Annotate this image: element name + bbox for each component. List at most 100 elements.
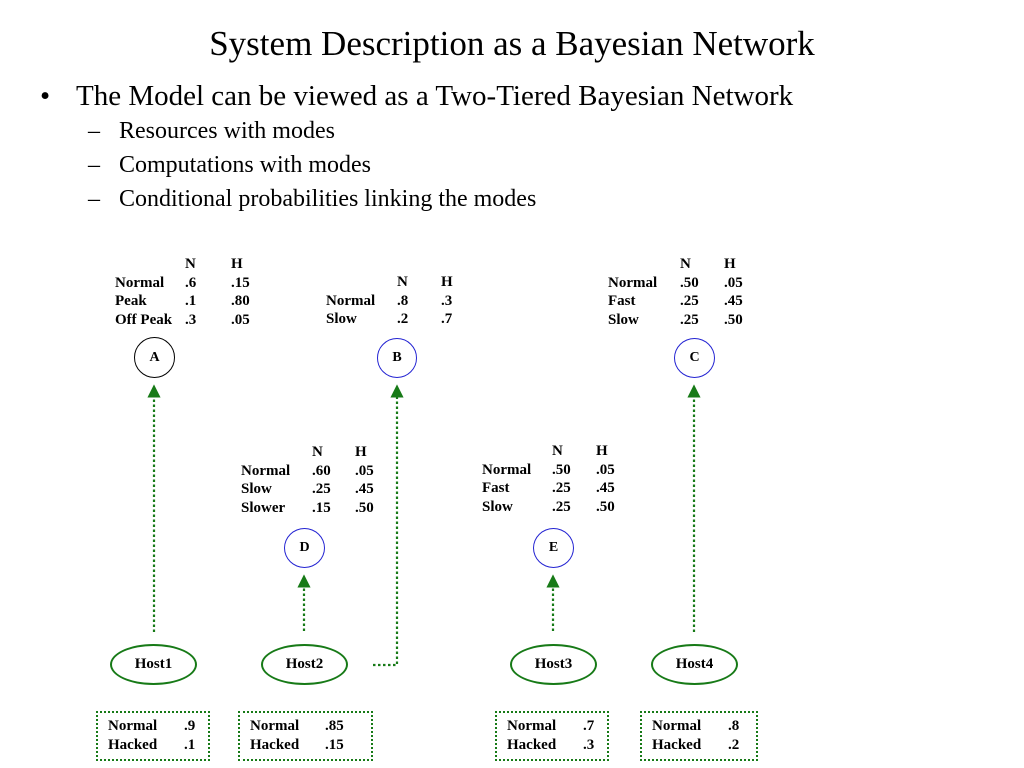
bullet-main: • The Model can be viewed as a Two-Tiere… bbox=[40, 78, 793, 114]
cpt-header-n: N bbox=[552, 443, 563, 459]
cpt-n-value: .6 bbox=[185, 274, 197, 291]
node-d: D bbox=[284, 528, 325, 568]
cpt-h-value: .15 bbox=[231, 274, 250, 291]
cpt-h-value: .05 bbox=[231, 311, 250, 328]
host-mode: Hacked bbox=[507, 736, 557, 753]
cpt-row: Normal .6 .15 bbox=[115, 274, 250, 293]
cpt-table-c: N H Normal .50 .05 Fast .25 .45 Slow .25… bbox=[608, 255, 743, 329]
node-c: C bbox=[674, 338, 715, 378]
cpt-n-value: .8 bbox=[397, 292, 409, 309]
sub-bullet-dash: – bbox=[88, 152, 100, 178]
cpt-mode: Normal bbox=[241, 462, 291, 479]
host-prob: .7 bbox=[583, 718, 595, 734]
cpt-n-value: .2 bbox=[397, 311, 409, 327]
cpt-row: Slower .15 .50 bbox=[241, 499, 374, 518]
cpt-row: Off Peak .3 .05 bbox=[115, 311, 250, 330]
cpt-header-h: H bbox=[596, 443, 608, 459]
cpt-mode: Peak bbox=[115, 293, 147, 309]
cpt-n-value: .25 bbox=[552, 480, 571, 496]
host-oval-host3: Host3 bbox=[510, 644, 597, 685]
cpt-mode: Fast bbox=[608, 293, 636, 309]
host-prob-box-host2: Normal .85 Hacked .15 bbox=[238, 711, 373, 761]
host-mode: Hacked bbox=[108, 736, 158, 753]
sub-bullet-text: Resources with modes bbox=[119, 118, 335, 144]
host-prob-row: Hacked .15 bbox=[250, 736, 344, 755]
host-prob: .8 bbox=[728, 718, 740, 734]
cpt-row: Normal .60 .05 bbox=[241, 462, 374, 481]
host-prob-row: Hacked .2 bbox=[652, 736, 739, 755]
cpt-row: Normal .8 .3 bbox=[326, 292, 453, 311]
host-prob: .1 bbox=[184, 736, 196, 753]
cpt-n-value: .3 bbox=[185, 311, 197, 328]
host-prob-box-host1: Normal .9 Hacked .1 bbox=[96, 711, 210, 761]
cpt-row: Slow .25 .50 bbox=[482, 498, 615, 517]
cpt-h-value: .05 bbox=[596, 461, 615, 478]
cpt-mode: Slow bbox=[326, 311, 357, 327]
cpt-header-h: H bbox=[724, 256, 736, 272]
sub-bullet-text: Computations with modes bbox=[119, 152, 371, 178]
cpt-h-value: .80 bbox=[231, 293, 250, 309]
cpt-h-value: .50 bbox=[724, 311, 743, 328]
cpt-table-b: N H Normal .8 .3 Slow .2 .7 bbox=[326, 273, 453, 329]
cpt-h-value: .05 bbox=[355, 462, 374, 479]
cpt-mode: Fast bbox=[482, 480, 510, 496]
cpt-mode: Normal bbox=[115, 274, 165, 291]
bullet-dot: • bbox=[40, 80, 51, 112]
sub-bullet-dash: – bbox=[88, 118, 100, 144]
cpt-n-value: .60 bbox=[312, 462, 331, 479]
cpt-h-value: .50 bbox=[596, 498, 615, 515]
cpt-row: Normal .50 .05 bbox=[608, 274, 743, 293]
host-mode: Hacked bbox=[250, 736, 300, 753]
cpt-header-n: N bbox=[185, 256, 196, 272]
cpt-row: Slow .25 .45 bbox=[241, 480, 374, 499]
host-mode: Normal bbox=[250, 718, 300, 734]
host-oval-host4: Host4 bbox=[651, 644, 738, 685]
host-prob-row: Normal .7 bbox=[507, 717, 594, 736]
cpt-row: Fast .25 .45 bbox=[608, 292, 743, 311]
cpt-row: Slow .25 .50 bbox=[608, 311, 743, 330]
sub-bullet-computations: – Computations with modes bbox=[40, 148, 793, 182]
cpt-table-a: N H Normal .6 .15 Peak .1 .80 Off Peak .… bbox=[115, 255, 250, 329]
cpt-h-value: .45 bbox=[596, 480, 615, 496]
host-prob-row: Normal .85 bbox=[250, 717, 344, 736]
cpt-n-value: .1 bbox=[185, 293, 197, 309]
cpt-mode: Normal bbox=[326, 292, 376, 309]
host-prob-box-host3: Normal .7 Hacked .3 bbox=[495, 711, 609, 761]
cpt-n-value: .25 bbox=[680, 311, 699, 328]
sub-bullet-dash: – bbox=[88, 186, 100, 212]
sub-bullet-resources: – Resources with modes bbox=[40, 114, 793, 148]
host-prob-box-host4: Normal .8 Hacked .2 bbox=[640, 711, 758, 761]
cpt-row: Normal .50 .05 bbox=[482, 461, 615, 480]
host-prob: .9 bbox=[184, 718, 196, 734]
host-prob: .15 bbox=[325, 736, 344, 753]
sub-bullet-conditional: – Conditional probabilities linking the … bbox=[40, 182, 793, 216]
host-prob: .85 bbox=[325, 718, 344, 734]
cpt-mode: Slow bbox=[241, 481, 272, 497]
cpt-mode: Normal bbox=[482, 461, 532, 478]
cpt-n-value: .25 bbox=[680, 293, 699, 309]
cpt-n-value: .50 bbox=[552, 461, 571, 478]
cpt-n-value: .25 bbox=[312, 481, 331, 497]
cpt-mode: Off Peak bbox=[115, 311, 173, 328]
host-mode: Hacked bbox=[652, 736, 702, 753]
cpt-header-h: H bbox=[231, 256, 243, 272]
cpt-header-h: H bbox=[355, 444, 367, 460]
cpt-row: Peak .1 .80 bbox=[115, 292, 250, 311]
cpt-header-n: N bbox=[312, 444, 323, 460]
cpt-h-value: .45 bbox=[355, 481, 374, 497]
host-mode: Normal bbox=[507, 718, 557, 734]
cpt-row: Slow .2 .7 bbox=[326, 310, 453, 329]
host-oval-host1: Host1 bbox=[110, 644, 197, 685]
cpt-table-d: N H Normal .60 .05 Slow .25 .45 Slower .… bbox=[241, 443, 374, 517]
cpt-mode: Slow bbox=[482, 498, 513, 515]
host-oval-host2: Host2 bbox=[261, 644, 348, 685]
host-prob-row: Normal .9 bbox=[108, 717, 195, 736]
host-mode: Normal bbox=[108, 718, 158, 734]
cpt-header-n: N bbox=[397, 274, 408, 290]
bullet-main-text: The Model can be viewed as a Two-Tiered … bbox=[76, 80, 794, 112]
cpt-header-h: H bbox=[441, 274, 453, 290]
node-a: A bbox=[134, 337, 175, 378]
host-prob: .2 bbox=[728, 736, 740, 753]
node-b: B bbox=[377, 338, 417, 378]
cpt-table-e: N H Normal .50 .05 Fast .25 .45 Slow .25… bbox=[482, 442, 615, 516]
